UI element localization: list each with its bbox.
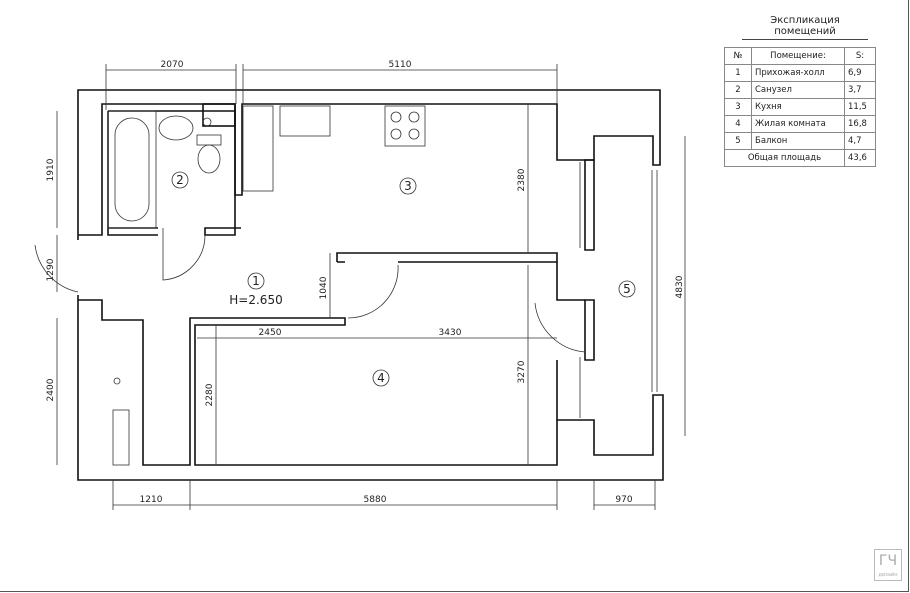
burner xyxy=(408,111,420,123)
bathroom-door xyxy=(162,228,206,281)
kitchen-sink xyxy=(279,105,331,137)
riser-pipe xyxy=(202,117,212,127)
stove xyxy=(384,105,426,147)
dimension-lines xyxy=(56,64,686,510)
header-num: № xyxy=(724,47,752,65)
pipe xyxy=(113,377,121,385)
toilet xyxy=(197,144,221,174)
bathtub-inner xyxy=(114,117,150,222)
ceiling-height: H=2.650 xyxy=(229,293,282,307)
header-room: Помещение: xyxy=(751,47,845,65)
svg-text:1: 1 xyxy=(252,274,260,288)
shaft xyxy=(202,103,236,127)
room-door xyxy=(347,264,399,319)
dim-kitchen-height: 2380 xyxy=(517,168,527,191)
dim-bottom-right: 970 xyxy=(615,495,632,505)
partition-wall xyxy=(336,252,558,263)
outer-wall xyxy=(77,89,661,240)
toilet-tank xyxy=(196,134,222,146)
dim-left-lower: 2400 xyxy=(46,378,56,401)
dim-left-upper: 1910 xyxy=(46,158,56,181)
table-header: № Помещение: S: xyxy=(724,47,876,65)
burner xyxy=(390,128,402,140)
burner xyxy=(408,128,420,140)
dim-left-mid: 1290 xyxy=(46,258,56,281)
bathroom-wall xyxy=(107,110,241,236)
cabinet xyxy=(112,409,130,466)
dim-balcony-height: 4830 xyxy=(675,275,685,298)
entrance-door xyxy=(34,244,79,293)
dim-room-height-left: 2280 xyxy=(205,383,215,406)
room-label-4: 4 xyxy=(372,369,390,387)
room-label-3: 3 xyxy=(399,177,417,195)
svg-text:5: 5 xyxy=(623,282,631,296)
room-label-1: 1 xyxy=(247,272,265,290)
sink xyxy=(158,115,194,141)
dim-hall-gap: 1040 xyxy=(319,276,329,299)
header-area: S: xyxy=(844,47,876,65)
dim-bottom-left: 1210 xyxy=(140,495,163,505)
balcony-wall xyxy=(584,159,595,361)
fridge-niche xyxy=(242,105,274,192)
room-label-5: 5 xyxy=(618,280,636,298)
svg-text:2: 2 xyxy=(176,173,184,187)
balcony-door xyxy=(534,302,586,353)
svg-text:3: 3 xyxy=(404,179,412,193)
room-label-2: 2 xyxy=(171,171,189,189)
burner xyxy=(390,111,402,123)
bathtub xyxy=(107,110,157,229)
dim-top-left: 2070 xyxy=(161,60,184,70)
svg-text:4: 4 xyxy=(377,371,385,385)
dim-room-width-left: 2450 xyxy=(259,328,282,338)
dim-room-height-right: 3270 xyxy=(517,360,527,383)
dim-top-right: 5110 xyxy=(389,60,412,70)
outer-wall-lower xyxy=(77,295,664,481)
dim-bottom-mid: 5880 xyxy=(364,495,387,505)
room-right-wall xyxy=(556,262,585,420)
schedule-title: Экспликация помещений xyxy=(742,15,868,40)
dim-room-width-right: 3430 xyxy=(439,328,462,338)
